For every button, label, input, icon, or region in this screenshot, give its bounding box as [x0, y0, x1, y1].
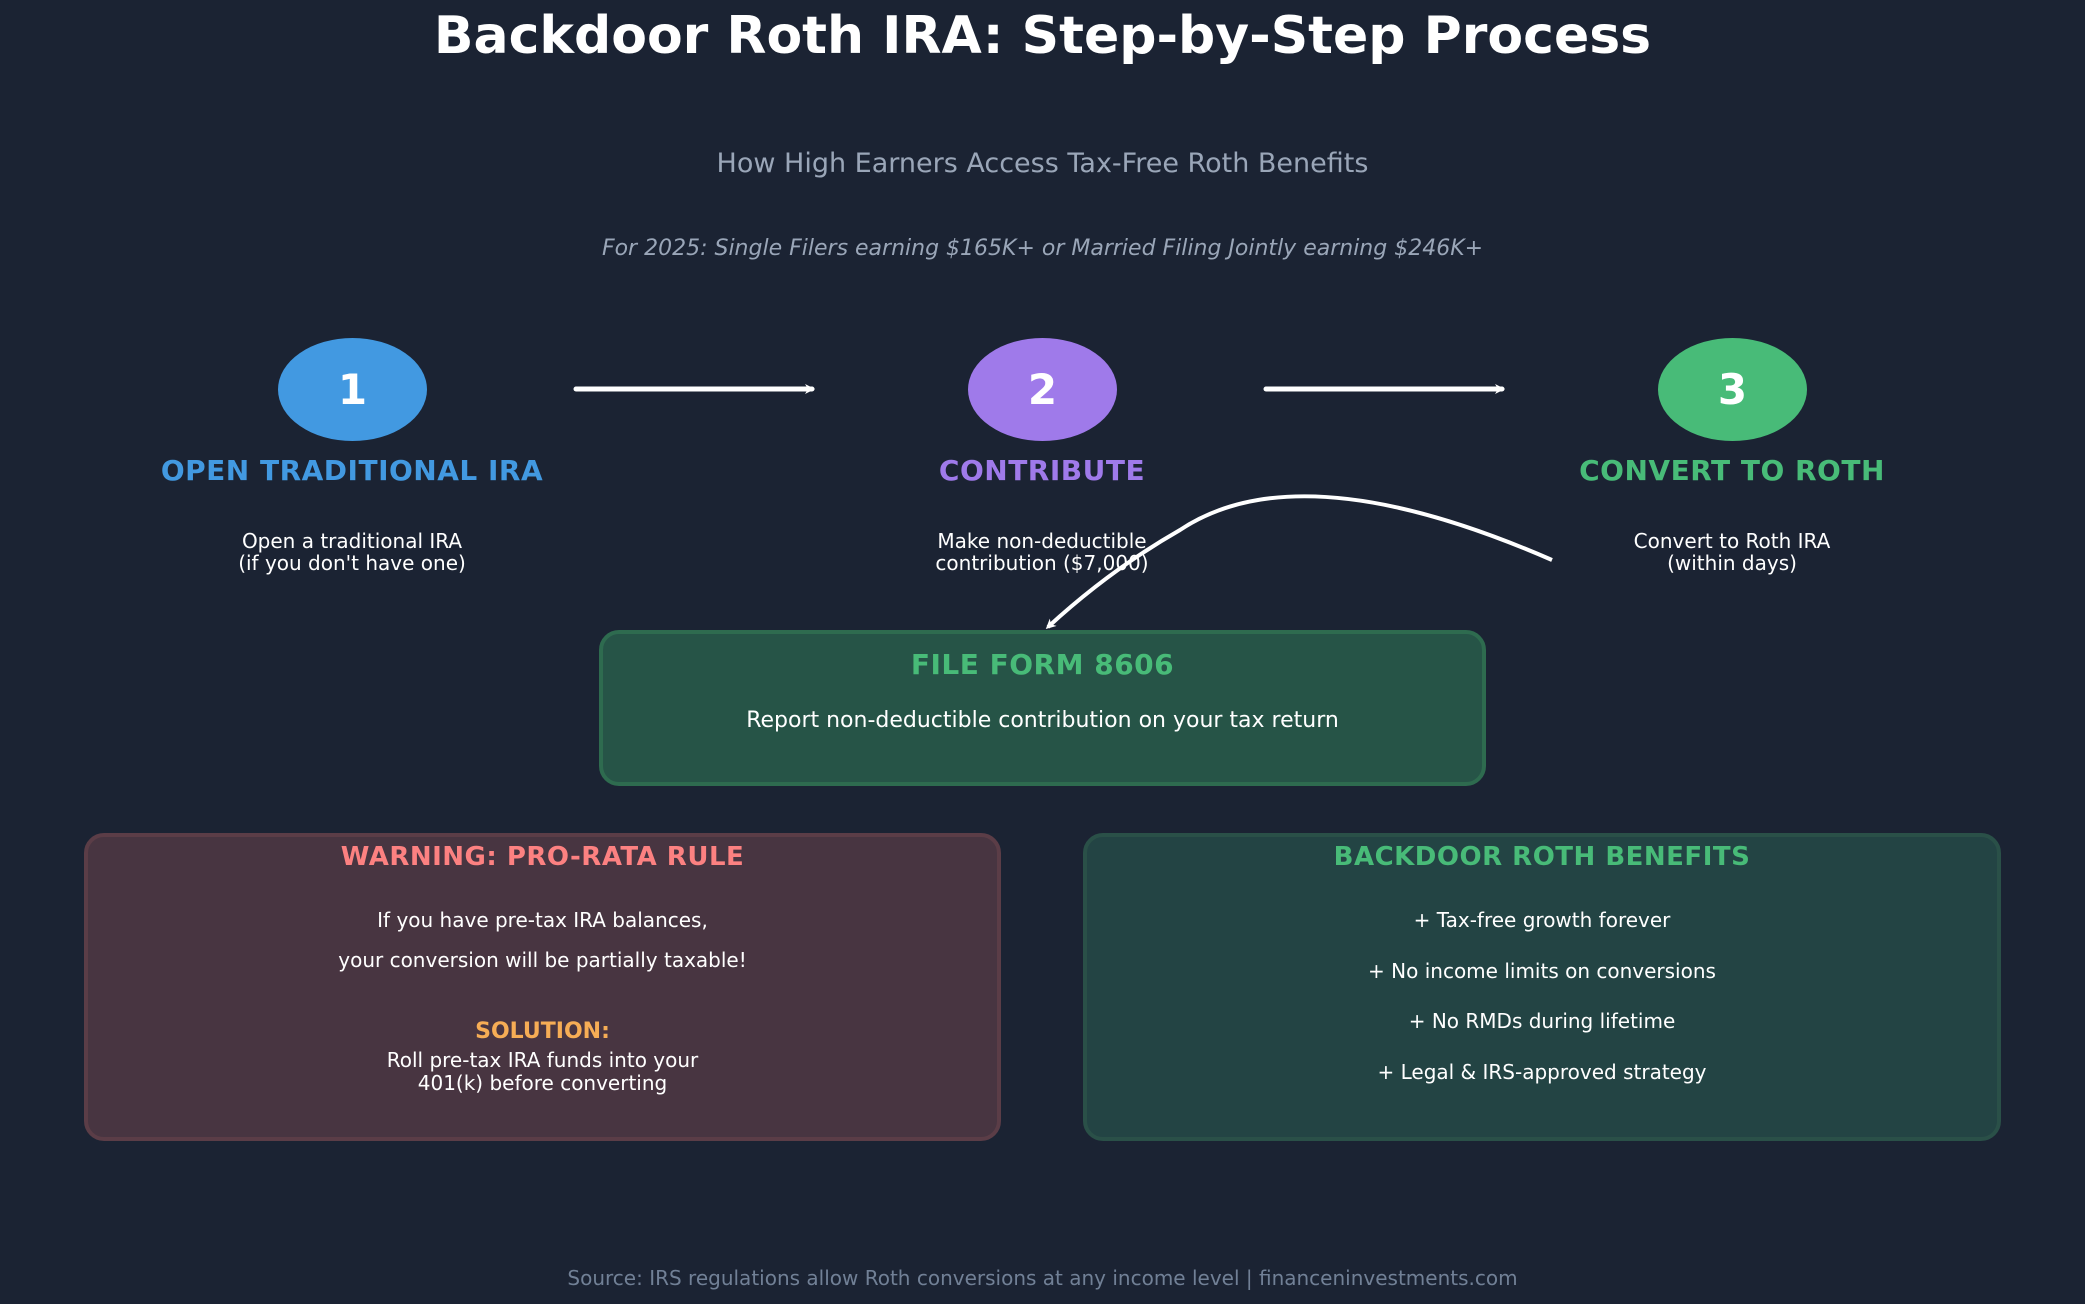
- benefits-box: [1083, 833, 2001, 1141]
- benefit-item: + No RMDs during lifetime: [1408, 1009, 1676, 1033]
- step-3-number: 3: [1717, 365, 1748, 414]
- warning-line-2: your conversion will be partially taxabl…: [338, 948, 747, 972]
- income-threshold-note: For 2025: Single Filers earning $165K+ o…: [601, 236, 1484, 261]
- page-title: Backdoor Roth IRA: Step-by-Step Process: [433, 6, 1652, 66]
- benefit-item: + Legal & IRS-approved strategy: [1377, 1060, 1707, 1084]
- step-2-desc: Make non-deductible contribution ($7,000…: [792, 530, 1292, 574]
- form-8606-box: [599, 630, 1486, 786]
- step-1-desc: Open a traditional IRA (if you don't hav…: [102, 530, 602, 574]
- step-1-number: 1: [337, 365, 368, 414]
- step-2-circle: 2: [968, 338, 1117, 441]
- step-3-desc-line: Convert to Roth IRA (within days): [1633, 529, 1831, 575]
- step-2-number: 2: [1027, 365, 1058, 414]
- step-1-desc-line: Open a traditional IRA (if you don't hav…: [238, 529, 466, 575]
- warning-line-1: If you have pre-tax IRA balances,: [377, 908, 708, 932]
- solution-label: SOLUTION:: [475, 1019, 610, 1044]
- step-2-desc-line: Make non-deductible contribution ($7,000…: [935, 529, 1149, 575]
- step-3-desc: Convert to Roth IRA (within days): [1482, 530, 1982, 574]
- source-footer: Source: IRS regulations allow Roth conve…: [567, 1266, 1518, 1290]
- form-8606-desc: Report non-deductible contribution on yo…: [746, 708, 1339, 733]
- warning-title: WARNING: PRO-RATA RULE: [340, 842, 745, 872]
- step-1-circle: 1: [278, 338, 427, 441]
- solution-text: Roll pre-tax IRA funds into your 401(k) …: [386, 1048, 699, 1095]
- benefit-item: + Tax-free growth forever: [1413, 908, 1671, 932]
- benefit-item: + No income limits on conversions: [1368, 959, 1716, 983]
- step-2-title: CONTRIBUTE: [938, 454, 1146, 487]
- warning-box: [84, 833, 1001, 1141]
- form-8606-title: FILE FORM 8606: [910, 648, 1175, 681]
- step-3-circle: 3: [1658, 338, 1807, 441]
- step-1-title: OPEN TRADITIONAL IRA: [160, 454, 544, 487]
- benefits-title: BACKDOOR ROTH BENEFITS: [1333, 842, 1751, 872]
- page-subtitle: How High Earners Access Tax-Free Roth Be…: [716, 148, 1369, 179]
- step-3-title: CONVERT TO ROTH: [1579, 454, 1885, 487]
